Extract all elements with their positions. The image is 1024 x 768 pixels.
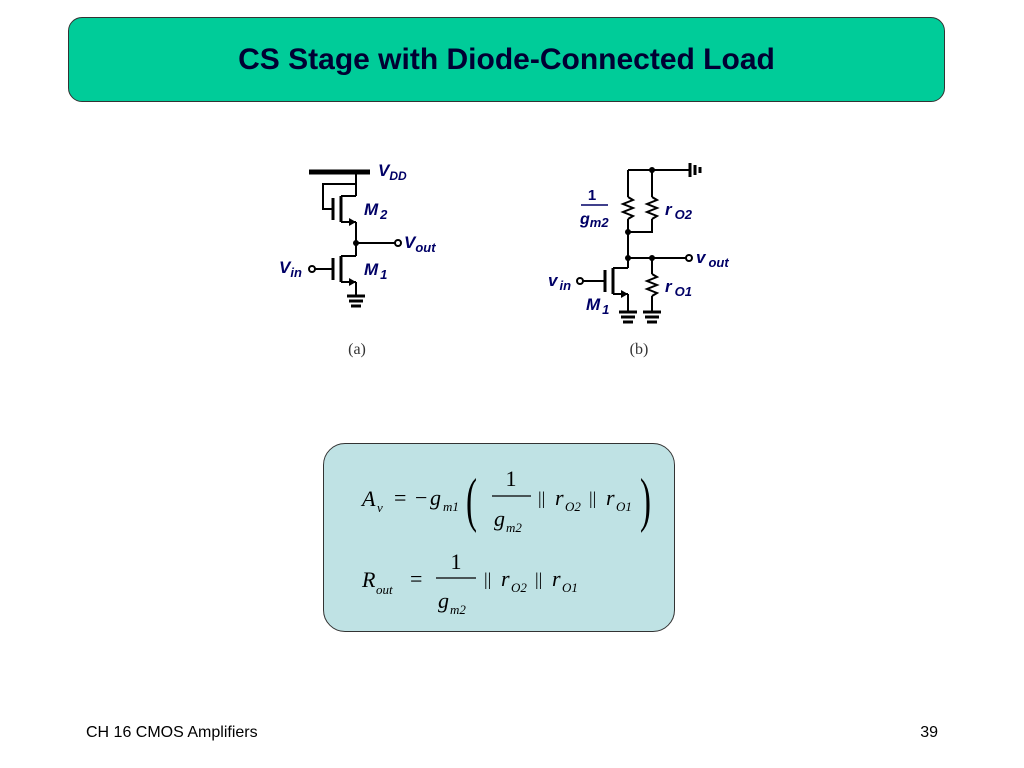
title-banner: CS Stage with Diode-Connected Load: [68, 17, 945, 102]
rout-ro2-sub: O2: [511, 580, 527, 595]
rout-par2: ||: [535, 569, 542, 589]
formula-svg: A v = − g m1 ( 1 g m2 || r O2 || r O1 ) …: [360, 466, 651, 617]
formula-av: A v = − g m1 ( 1 g m2 || r O2 || r O1 ): [360, 466, 651, 535]
av-gm1: g: [430, 485, 441, 510]
vout-terminal: [394, 239, 402, 247]
circuit-a: [308, 169, 402, 308]
av-frac-num: 1: [506, 466, 517, 491]
rout-par1: ||: [484, 569, 491, 589]
formula-rout: R out = 1 g m2 || r O2 || r O1: [361, 549, 578, 617]
vout-label: Vout: [404, 233, 436, 255]
rout-eq: =: [410, 566, 422, 591]
vin-terminal: [308, 265, 316, 273]
gm2-inv-den: gm2: [579, 211, 609, 230]
m2-diode-wire: [322, 183, 356, 210]
rout-ro1-sub: O1: [562, 580, 578, 595]
vin-label: Vin: [279, 258, 302, 280]
av-minus: −: [415, 485, 427, 510]
av-gm1-sub: m1: [443, 499, 459, 514]
av-ro1-sub: O1: [616, 499, 632, 514]
rout-lhs-sub: out: [376, 582, 393, 597]
caption-b: (b): [630, 341, 649, 358]
rout-frac-num: 1: [451, 549, 462, 574]
vout-terminal-b: [685, 254, 693, 262]
circuit-b: [576, 163, 702, 324]
av-rparen: ): [640, 468, 651, 534]
av-ro2-sub: O2: [565, 499, 581, 514]
vin-terminal-b: [576, 277, 584, 285]
rout-lhs: R: [361, 567, 376, 592]
av-frac-den-sub: m2: [506, 520, 522, 535]
footer-chapter: CH 16 CMOS Amplifiers: [86, 724, 258, 741]
av-lhs-sub: v: [377, 500, 383, 515]
av-par1: ||: [538, 488, 545, 508]
m1-source-arrow: [349, 278, 356, 286]
av-ro2: r: [555, 485, 564, 510]
av-par2: ||: [589, 488, 596, 508]
ground-a: [347, 294, 365, 308]
rout-ro1: r: [552, 566, 561, 591]
resistor-1-over-gm2: [620, 196, 636, 220]
m2-source-arrow: [349, 218, 356, 226]
rout-ro2: r: [501, 566, 510, 591]
ac-ground-symbol: [688, 163, 702, 177]
rout-frac-den-sub: m2: [450, 602, 466, 617]
formula-box: A v = − g m1 ( 1 g m2 || r O2 || r O1 ) …: [323, 443, 675, 632]
ground-b2: [643, 310, 661, 324]
av-lhs: A: [360, 486, 376, 511]
av-ro1: r: [606, 485, 615, 510]
rout-frac-den: g: [438, 588, 449, 613]
av-lparen: (: [466, 468, 477, 534]
av-frac-den: g: [494, 506, 505, 531]
ground-b1: [619, 310, 637, 324]
page-number: 39: [920, 724, 938, 741]
vdd-label: VDD: [378, 161, 407, 183]
gm2-inv-num: 1: [588, 187, 596, 204]
caption-a: (a): [348, 341, 366, 358]
av-eq: =: [394, 485, 406, 510]
resistor-ro1: [644, 273, 660, 297]
page-title: CS Stage with Diode-Connected Load: [238, 42, 775, 76]
resistor-ro2: [644, 196, 660, 220]
